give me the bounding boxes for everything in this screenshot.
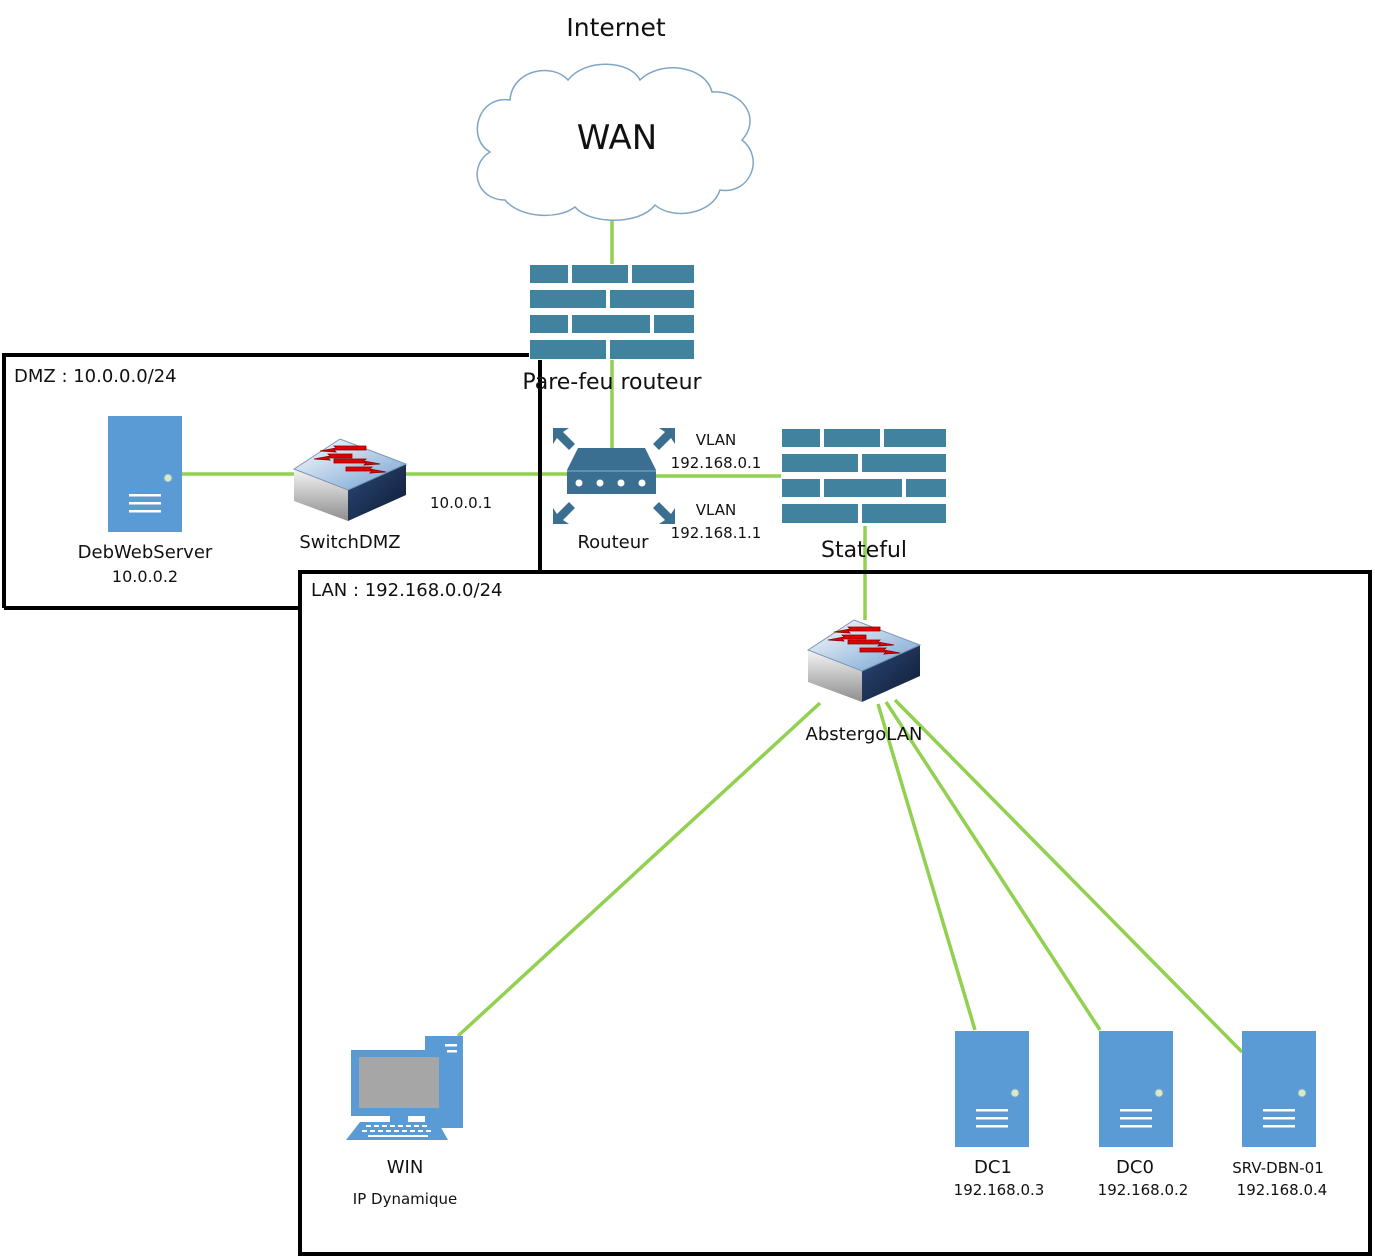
dmz-zone-border — [2, 353, 542, 608]
server-icon — [954, 1030, 1030, 1148]
router-dmz-ip: 10.0.0.1 — [429, 494, 493, 512]
vlan-ip: 192.168.1.1 — [670, 524, 762, 542]
srvdbn-label: SRV-DBN-01 — [1232, 1159, 1324, 1177]
network-links — [180, 215, 1244, 1054]
firewall-icon — [529, 264, 695, 360]
server-icon — [107, 415, 183, 533]
srvdbn-ip: 192.168.0.4 — [1236, 1181, 1328, 1199]
dc0-ip: 192.168.0.2 — [1097, 1181, 1189, 1199]
stateful-firewall-label: Stateful — [820, 538, 908, 563]
switch-icon — [293, 438, 407, 522]
dmz-zone-label: DMZ : 10.0.0.0/24 — [14, 366, 177, 387]
dc0-label: DC0 — [1116, 1157, 1154, 1178]
vlan-label: VLAN — [695, 501, 737, 519]
dc1-ip: 192.168.0.3 — [953, 1181, 1045, 1199]
link-lan-srvdbn — [893, 698, 1244, 1054]
link-lan-dc1 — [876, 703, 977, 1031]
abstergolan-label: AbstergoLAN — [805, 724, 923, 745]
win-label: WIN — [386, 1157, 424, 1178]
wan-label: WAN — [576, 118, 658, 158]
switchdmz-label: SwitchDMZ — [299, 532, 401, 553]
webserver-ip: 10.0.0.2 — [111, 567, 179, 586]
firewall-icon — [781, 428, 947, 524]
lan-zone-border — [298, 570, 1372, 1256]
vlan-label: VLAN — [695, 431, 737, 449]
switch-icon — [807, 619, 921, 703]
server-icon — [1241, 1030, 1317, 1148]
link-lan-dc0 — [884, 701, 1102, 1031]
edge-firewall-label: Pare-feu routeur — [522, 370, 702, 395]
cloud-icon — [476, 63, 754, 221]
router-icon — [553, 428, 675, 524]
dc1-label: DC1 — [974, 1157, 1012, 1178]
internet-label: Internet — [566, 13, 666, 42]
workstation-icon — [346, 1036, 463, 1140]
server-icon — [1098, 1030, 1174, 1148]
webserver-label: DebWebServer — [77, 542, 213, 563]
link-lan-win — [456, 701, 822, 1038]
win-ip: IP Dynamique — [352, 1190, 458, 1208]
router-label: Routeur — [577, 532, 649, 553]
vlan-ip: 192.168.0.1 — [670, 454, 762, 472]
lan-zone-label: LAN : 192.168.0.0/24 — [311, 580, 503, 601]
